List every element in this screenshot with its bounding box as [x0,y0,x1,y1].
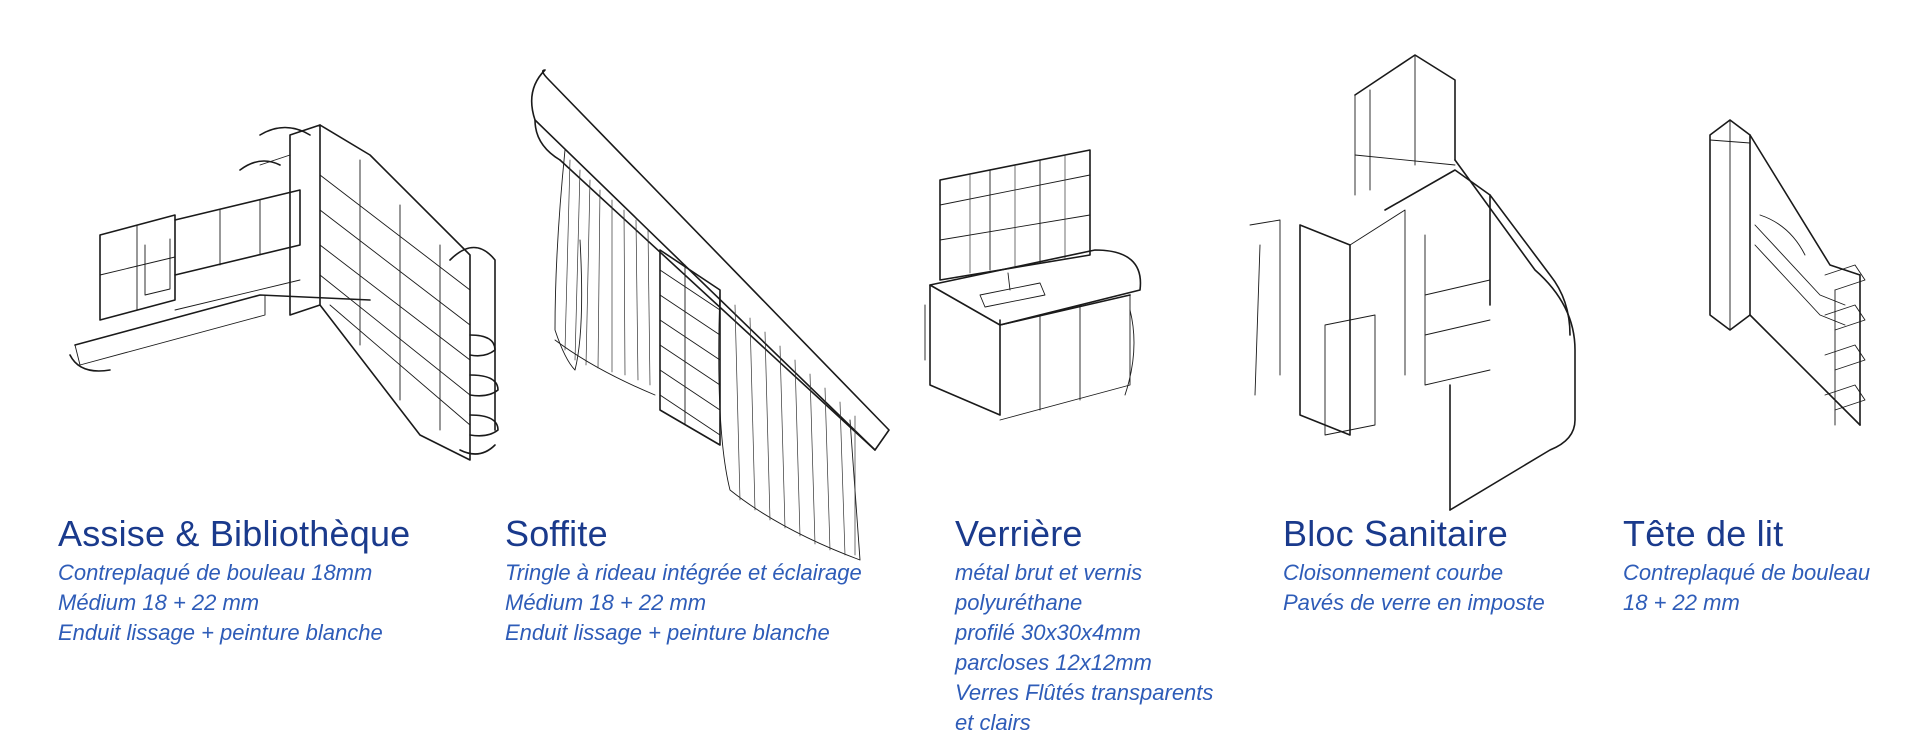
caption-line: 18 + 22 mm [1623,590,1740,615]
caption-line: parcloses 12x12mm [955,650,1152,675]
caption-line: métal brut et vernis [955,560,1143,585]
caption-line: Enduit lissage + peinture blanche [505,620,830,645]
caption-title: Verrière [955,513,1083,554]
caption-line: Contreplaqué de bouleau [1623,560,1871,585]
glass-partition-kitchen-sketch [910,145,1142,421]
caption-line: Contreplaqué de bouleau 18mm [58,560,373,585]
caption-line: polyuréthane [955,590,1083,615]
soffit-curtain-sketch [520,50,890,561]
caption-line: Enduit lissage + peinture blanche [58,620,383,645]
caption-title: Tête de lit [1623,513,1784,554]
caption-soffite: Soffite Tringle à rideau intégrée et écl… [505,512,862,648]
caption-line: Cloisonnement courbe [1283,560,1504,585]
caption-title: Bloc Sanitaire [1283,513,1508,554]
caption-tete-de-lit: Tête de lit Contreplaqué de bouleau 18 +… [1623,512,1870,618]
caption-verriere: Verrière métal brut et vernis polyurétha… [955,512,1213,738]
caption-line: Médium 18 + 22 mm [58,590,260,615]
caption-bloc-sanitaire: Bloc Sanitaire Cloisonnement courbe Pavé… [1283,512,1545,618]
caption-title: Soffite [505,513,608,554]
bathroom-block-sketch [1240,45,1600,511]
caption-line: Pavés de verre en imposte [1283,590,1545,615]
caption-line: Médium 18 + 22 mm [505,590,707,615]
caption-line: profilé 30x30x4mm [955,620,1141,645]
caption-title: Assise & Bibliothèque [58,513,411,554]
caption-line: Verres Flûtés transparents [955,680,1214,705]
caption-assise-bibliotheque: Assise & Bibliothèque Contreplaqué de bo… [58,512,410,648]
headboard-sketch [1700,115,1890,435]
caption-line: Tringle à rideau intégrée et éclairage [505,560,862,585]
caption-line: et clairs [955,710,1031,735]
bench-bookshelf-sketch [60,115,520,475]
